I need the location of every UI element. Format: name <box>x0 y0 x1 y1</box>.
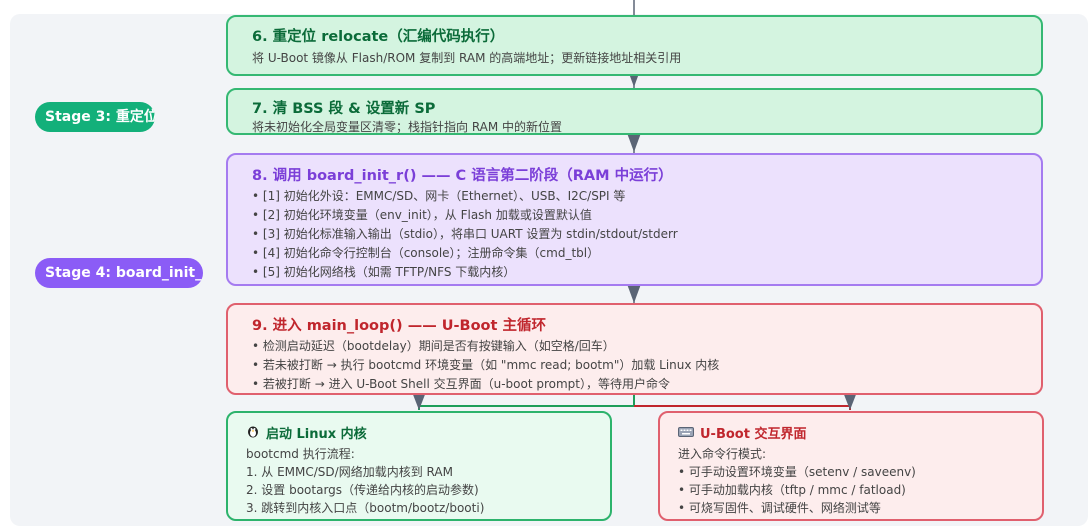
step-7-box: 7. 清 BSS 段 & 设置新 SP 将未初始化全局变量区清零；栈指针指向 R… <box>226 88 1043 135</box>
step-9-item: • 若未被打断 → 执行 bootcmd 环境变量（如 "mmc read; b… <box>252 358 720 372</box>
step-6-title: 6. 重定位 relocate（汇编代码执行） <box>252 29 505 45</box>
step-6-description: 将 U-Boot 镜像从 Flash/ROM 复制到 RAM 的高端地址；更新链… <box>252 51 682 65</box>
connector-9-linux <box>418 394 635 410</box>
uboot-shell-line: 进入命令行模式: <box>678 447 767 461</box>
step-8-item: • [2] 初始化环境变量（env_init），从 Flash 加载或设置默认值 <box>252 208 592 222</box>
uboot-shell-heading: U-Boot 交互界面 <box>678 423 806 442</box>
uboot-shell-title: U-Boot 交互界面 <box>700 427 807 442</box>
stage-4-badge: Stage 4: board_init_r <box>35 258 203 288</box>
step-8-item: • [4] 初始化命令行控制台（console）；注册命令集（cmd_tbl） <box>252 246 600 260</box>
step-9-box: 9. 进入 main_loop() —— U-Boot 主循环 • 检测启动延迟… <box>226 303 1043 395</box>
arrow-8-9 <box>627 284 641 303</box>
step-9-item: • 检测启动延迟（bootdelay）期间是否有按键输入（如空格/回车） <box>252 339 615 353</box>
connector-9-shell <box>634 405 851 410</box>
uboot-shell-line: • 可手动设置环境变量（setenv / saveenv) <box>678 465 916 479</box>
step-8-item: • [1] 初始化外设：EMMC/SD、网卡（Ethernet）、USB、I2C… <box>252 189 626 203</box>
step-6-box: 6. 重定位 relocate（汇编代码执行） 将 U-Boot 镜像从 Fla… <box>226 15 1043 76</box>
linux-boot-line: bootcmd 执行流程: <box>246 447 355 461</box>
step-8-item: • [5] 初始化网络栈（如需 TFTP/NFS 下载内核） <box>252 265 516 279</box>
penguin-icon <box>246 424 260 442</box>
uboot-shell-box: U-Boot 交互界面 进入命令行模式: • 可手动设置环境变量（setenv … <box>658 411 1044 521</box>
arrow-7-8 <box>627 133 641 152</box>
step-8-box: 8. 调用 board_init_r() —— C 语言第二阶段（RAM 中运行… <box>226 153 1043 286</box>
step-7-description: 将未初始化全局变量区清零；栈指针指向 RAM 中的新位置 <box>252 120 563 134</box>
arrow-9-shell <box>843 392 857 410</box>
step-8-item: • [3] 初始化标准输入输出（stdio），将串口 UART 设置为 stdi… <box>252 227 678 241</box>
step-9-item: • 若被打断 → 进入 U-Boot Shell 交互界面（u-boot pro… <box>252 377 670 391</box>
linux-boot-line: 3. 跳转到内核入口点（bootm/bootz/booti) <box>246 501 485 515</box>
linux-boot-heading: 启动 Linux 内核 <box>246 423 367 442</box>
linux-boot-box: 启动 Linux 内核 bootcmd 执行流程: 1. 从 EMMC/SD/网… <box>226 411 612 521</box>
linux-boot-title: 启动 Linux 内核 <box>266 427 367 442</box>
step-7-title: 7. 清 BSS 段 & 设置新 SP <box>252 101 436 117</box>
linux-boot-line: 2. 设置 bootargs（传递给内核的启动参数) <box>246 483 479 497</box>
keyboard-icon <box>678 426 694 442</box>
step-9-title: 9. 进入 main_loop() —— U-Boot 主循环 <box>252 318 546 334</box>
step-8-title: 8. 调用 board_init_r() —— C 语言第二阶段（RAM 中运行… <box>252 168 673 184</box>
linux-boot-line: 1. 从 EMMC/SD/网络加载内核到 RAM <box>246 465 453 479</box>
uboot-shell-line: • 可手动加载内核（tftp / mmc / fatload) <box>678 483 906 497</box>
uboot-shell-line: • 可烧写固件、调试硬件、网络测试等 <box>678 501 881 515</box>
stage-3-badge: Stage 3: 重定位 <box>35 102 155 132</box>
arrow-9-linux <box>412 392 426 410</box>
